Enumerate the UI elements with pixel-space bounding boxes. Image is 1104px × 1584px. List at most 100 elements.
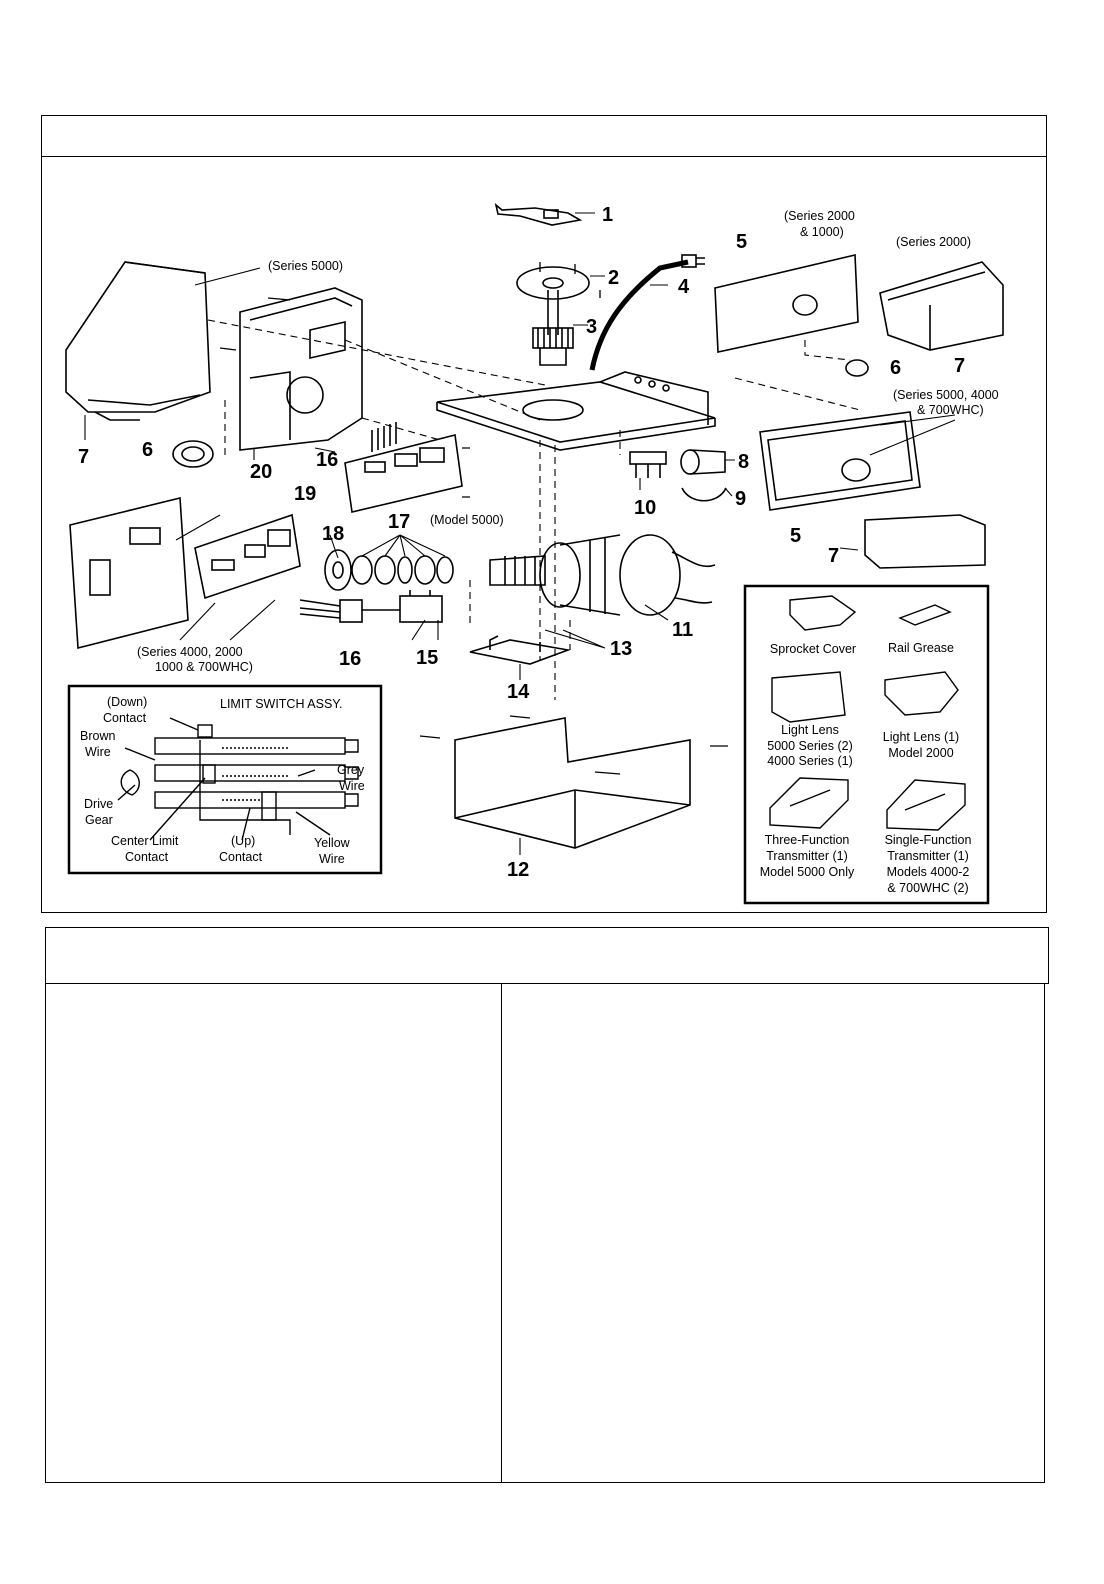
label-series-5000-4000-line2: & 700WHC) (917, 403, 984, 417)
cover-panel-part-5-left (69, 496, 189, 650)
label-series-2000-1000-line1: (Series 2000 (784, 209, 855, 223)
capacitor-part-15 (399, 590, 443, 623)
plate-part-14 (469, 635, 572, 665)
callout-7-left: 7 (78, 446, 89, 468)
callout-14: 14 (507, 681, 530, 703)
label-series-2000: (Series 2000) (896, 235, 971, 249)
assembly-dashed-lines (207, 319, 861, 700)
callout-10: 10 (634, 497, 656, 519)
bracket-part-1 (494, 202, 583, 226)
label-drive-gear-line1: Drive (84, 797, 113, 811)
label-yellow-wire-line2: Wire (319, 852, 345, 866)
label-rail-grease: Rail Grease (888, 641, 954, 655)
power-cord-part-4 (589, 254, 705, 371)
label-light-lens-line2: 5000 Series (2) (767, 739, 852, 753)
label-three-function-line1: Three-Function (765, 833, 850, 847)
label-down-line2: Contact (103, 711, 147, 725)
logic-board-part-16 (344, 422, 463, 513)
callout-3: 3 (586, 316, 597, 338)
three-function-transmitter-illustration (769, 777, 849, 829)
main-chassis (436, 371, 716, 451)
label-light-lens-2000-line1: Light Lens (1) (883, 730, 959, 744)
callout-12: 12 (507, 859, 529, 881)
motor-part-11 (489, 534, 716, 616)
label-brown-line1: Brown (80, 729, 115, 743)
callout-13: 13 (610, 638, 632, 660)
cover-part-7-right-top (879, 261, 1004, 351)
bearing-plate-part-2 (516, 266, 590, 300)
label-series-4000-line2: 1000 & 700WHC) (155, 660, 253, 674)
callout-16-bottom: 16 (339, 648, 361, 670)
label-up-line1: (Up) (231, 834, 255, 848)
label-grey-wire-line2: Wire (339, 779, 365, 793)
light-lens-5000-illustration (771, 671, 846, 723)
callout-1: 1 (602, 204, 613, 226)
callout-18: 18 (322, 523, 344, 545)
right-table-column (501, 983, 1045, 1483)
callout-19: 19 (294, 483, 316, 505)
callout-8: 8 (738, 451, 749, 473)
label-series-5000-4000-line1: (Series 5000, 4000 (893, 388, 999, 402)
label-series-5000: (Series 5000) (268, 259, 343, 273)
cover-panel-part-5-right-bottom (759, 411, 921, 511)
tray-part-12 (454, 717, 691, 849)
label-sprocket-cover: Sprocket Cover (770, 642, 856, 656)
label-single-function-line3: Models 4000-2 (887, 865, 970, 879)
clip-part-9 (681, 487, 727, 502)
label-model-5000: (Model 5000) (430, 513, 504, 527)
accessories-box (743, 584, 990, 905)
gear-set-part-17 (351, 555, 454, 585)
callout-5-bottom: 5 (790, 525, 801, 547)
diagram-frame (41, 156, 1047, 913)
single-function-transmitter-illustration (886, 779, 966, 831)
callout-7-top-right: 7 (954, 355, 965, 377)
label-grey-wire-line1: Grey (337, 763, 365, 777)
callout-5-top: 5 (736, 231, 747, 253)
label-up-line2: Contact (219, 850, 263, 864)
lens-part-7-right-bottom (864, 514, 986, 569)
socket-part-6-right (845, 359, 869, 377)
label-center-limit-line2: Contact (125, 850, 169, 864)
label-series-2000-1000-line2: & 1000) (800, 225, 844, 239)
leader-lines (84, 212, 956, 855)
label-single-function-line1: Single-Function (885, 833, 972, 847)
label-three-function-line3: Model 5000 Only (760, 865, 855, 879)
label-light-lens-line1: Light Lens (781, 723, 839, 737)
callout-7-bottom-right: 7 (828, 545, 839, 567)
label-light-lens-line3: 4000 Series (1) (767, 754, 852, 768)
callout-6-right: 6 (890, 357, 901, 379)
label-down-line1: (Down) (107, 695, 147, 709)
label-center-limit-line1: Center Limit (111, 834, 179, 848)
callout-16-top: 16 (316, 449, 338, 471)
limit-switch-title: LIMIT SWITCH ASSY. (220, 697, 343, 711)
cover-panel-part-5-right-top (714, 253, 859, 353)
socket-part-6-left (172, 440, 214, 468)
light-lens-2000-illustration (884, 671, 959, 716)
label-drive-gear-line2: Gear (85, 813, 113, 827)
label-single-function-line2: Transmitter (1) (887, 849, 969, 863)
sprocket-cover-illustration (789, 595, 857, 631)
callout-15: 15 (416, 647, 438, 669)
limit-switch-box (67, 684, 383, 875)
terminal-part-10 (629, 451, 667, 478)
label-light-lens-2000-line2: Model 2000 (888, 746, 953, 760)
screws (219, 262, 728, 775)
socket-part-8 (680, 449, 726, 475)
callout-2: 2 (608, 267, 619, 289)
callout-6-left: 6 (142, 439, 153, 461)
label-brown-line2: Wire (85, 745, 111, 759)
drive-gear-part-3 (532, 290, 574, 366)
callout-20: 20 (250, 461, 272, 483)
callout-17: 17 (388, 511, 410, 533)
frame-plate-part-20 (239, 287, 363, 451)
label-three-function-line2: Transmitter (1) (766, 849, 848, 863)
label-single-function-line4: & 700WHC (2) (887, 881, 968, 895)
wire-harness-part-16 (299, 599, 400, 623)
callout-11: 11 (672, 619, 693, 641)
callout-9: 9 (735, 488, 746, 510)
callout-4: 4 (678, 276, 690, 298)
cover-part-7-left (65, 261, 211, 421)
logic-board-part-19 (194, 513, 301, 600)
label-series-4000-line1: (Series 4000, 2000 (137, 645, 243, 659)
